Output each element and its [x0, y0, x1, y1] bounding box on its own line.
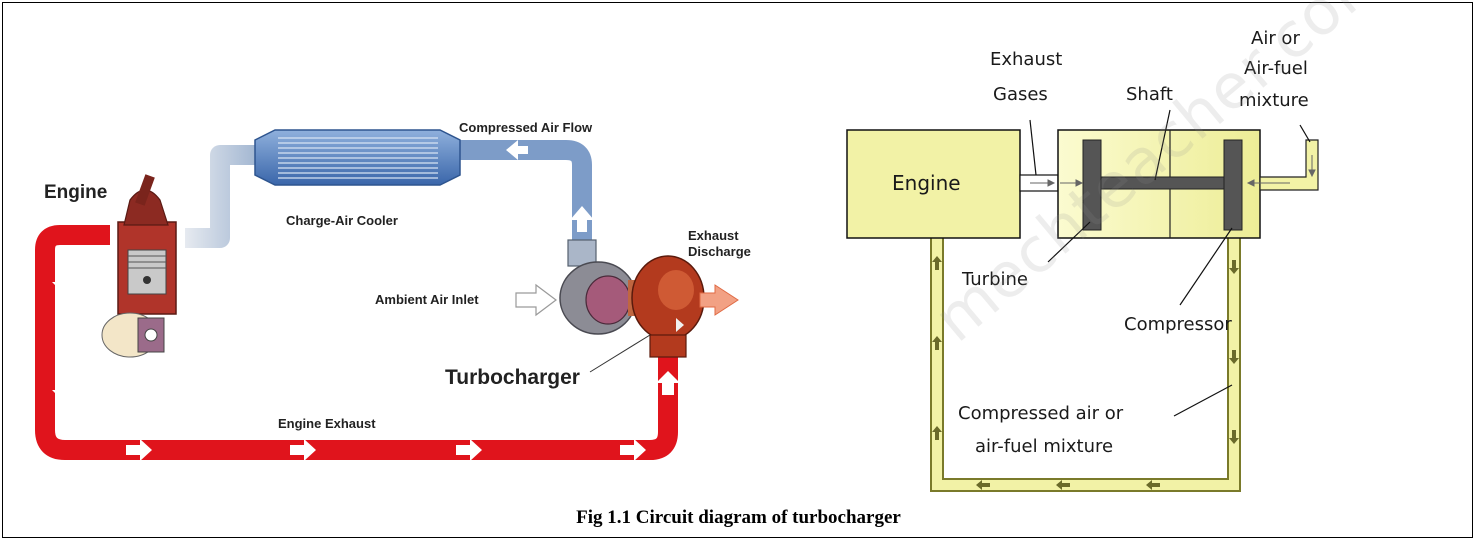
engine-label-left: Engine	[44, 182, 107, 203]
compressor-wheel	[1223, 139, 1243, 231]
intake-duct	[185, 145, 260, 248]
leader-lines	[1029, 109, 1311, 417]
ambient-air-inlet-label: Ambient Air Inlet	[375, 292, 479, 307]
engine-exhaust-label: Engine Exhaust	[278, 416, 376, 431]
air-label-2: Air-fuel	[1244, 58, 1308, 79]
compressor-label: Compressor	[1124, 314, 1232, 335]
charge-air-cooler	[254, 129, 461, 186]
exhaust-gases-label-2: Gases	[993, 84, 1048, 105]
compressed-air-label-1: Compressed air or	[958, 403, 1124, 424]
left-diagram: Engine Charge-Air Cooler Compressed Air …	[35, 120, 751, 461]
compressed-air-label-2: air-fuel mixture	[975, 436, 1113, 457]
exhaust-gases-label-1: Exhaust	[990, 49, 1062, 70]
air-label-3: mixture	[1239, 90, 1309, 111]
engine-box	[846, 129, 1021, 239]
exhaust-discharge-label-1: Exhaust	[688, 228, 739, 243]
turbocharger-unit	[515, 239, 739, 373]
air-inlet-pipe	[1259, 139, 1319, 191]
internal-flow-arrows	[1030, 155, 1316, 187]
compressed-flow-arrows	[506, 140, 594, 232]
engine-cylinder	[101, 174, 177, 358]
shaft	[1100, 176, 1225, 190]
compressed-air-flow-label: Compressed Air Flow	[459, 120, 593, 135]
exhaust-pipe	[35, 225, 678, 460]
shaft-label: Shaft	[1126, 84, 1173, 105]
engine-label-right: Engine	[892, 171, 961, 195]
air-label-1: Air or	[1251, 28, 1300, 49]
figure-caption: Fig 1.1 Circuit diagram of turbocharger	[576, 507, 901, 528]
exhaust-discharge-label-2: Discharge	[688, 244, 751, 259]
compressed-air-duct	[455, 140, 592, 245]
ambient-inlet-arrow	[515, 283, 557, 317]
turbine-label: Turbine	[961, 269, 1028, 290]
right-diagram: Engine Exhaust Gases Shaft Air or Air-fu…	[846, 28, 1319, 492]
return-flow-arrows	[932, 256, 1239, 490]
turbocharger-label: Turbocharger	[445, 366, 580, 389]
exhaust-flow-arrows	[52, 270, 680, 461]
charge-air-cooler-label: Charge-Air Cooler	[286, 213, 398, 228]
